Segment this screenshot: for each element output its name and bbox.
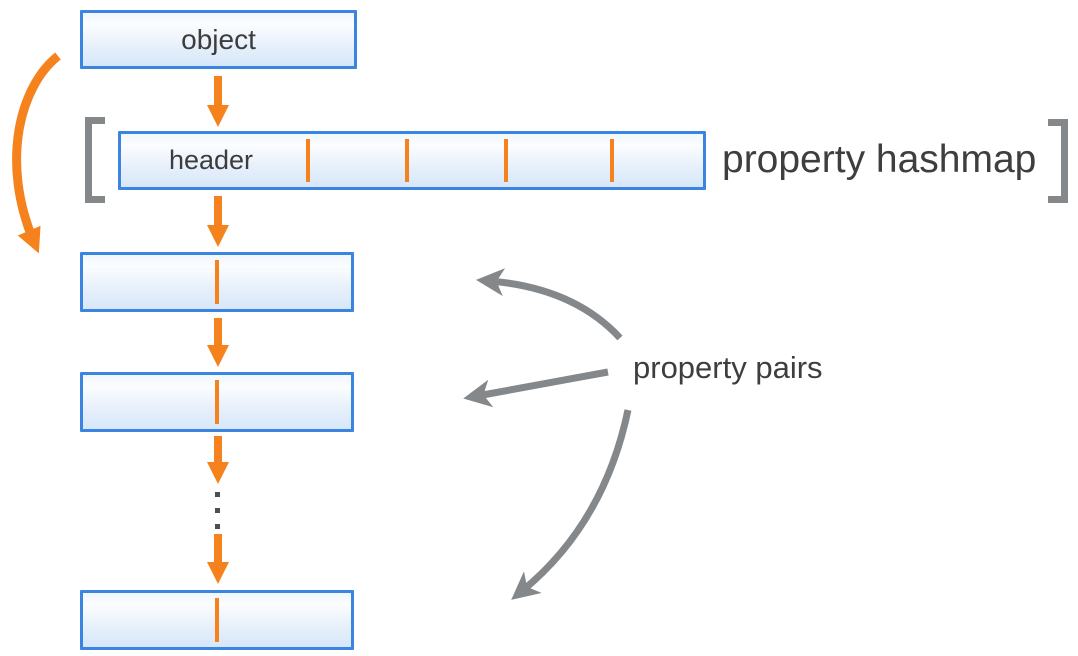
hashmap-header-box: header	[118, 131, 706, 190]
pair-divider	[215, 380, 219, 424]
hashmap-slot-divider	[504, 139, 508, 182]
property-pair-box	[80, 372, 354, 432]
property-hashmap-label: property hashmap	[722, 138, 1037, 181]
ellipsis-dot	[215, 492, 220, 497]
ellipsis-dot	[215, 508, 220, 513]
pairs-callout-arrow-top	[476, 268, 623, 341]
pair-divider	[215, 260, 219, 304]
object-box-label: object	[181, 23, 256, 55]
pair-divider	[215, 598, 219, 642]
object-box: object	[80, 10, 357, 69]
ellipsis-dot	[215, 524, 220, 529]
hashmap-slot-divider	[405, 139, 409, 182]
property-pair-box	[80, 590, 354, 650]
right-bracket-icon	[1048, 119, 1068, 203]
hashmap-slot-divider	[610, 139, 614, 182]
object-to-pairs-curved-arrow	[12, 52, 61, 254]
pairs-callout-arrow-bottom	[511, 409, 632, 600]
property-pair-box	[80, 252, 354, 312]
left-bracket-icon	[85, 117, 105, 203]
property-pairs-label: property pairs	[633, 350, 823, 385]
hashmap-slot-divider	[306, 139, 310, 182]
pairs-callout-arrow-middle	[463, 368, 609, 408]
header-box-label: header	[168, 145, 254, 175]
